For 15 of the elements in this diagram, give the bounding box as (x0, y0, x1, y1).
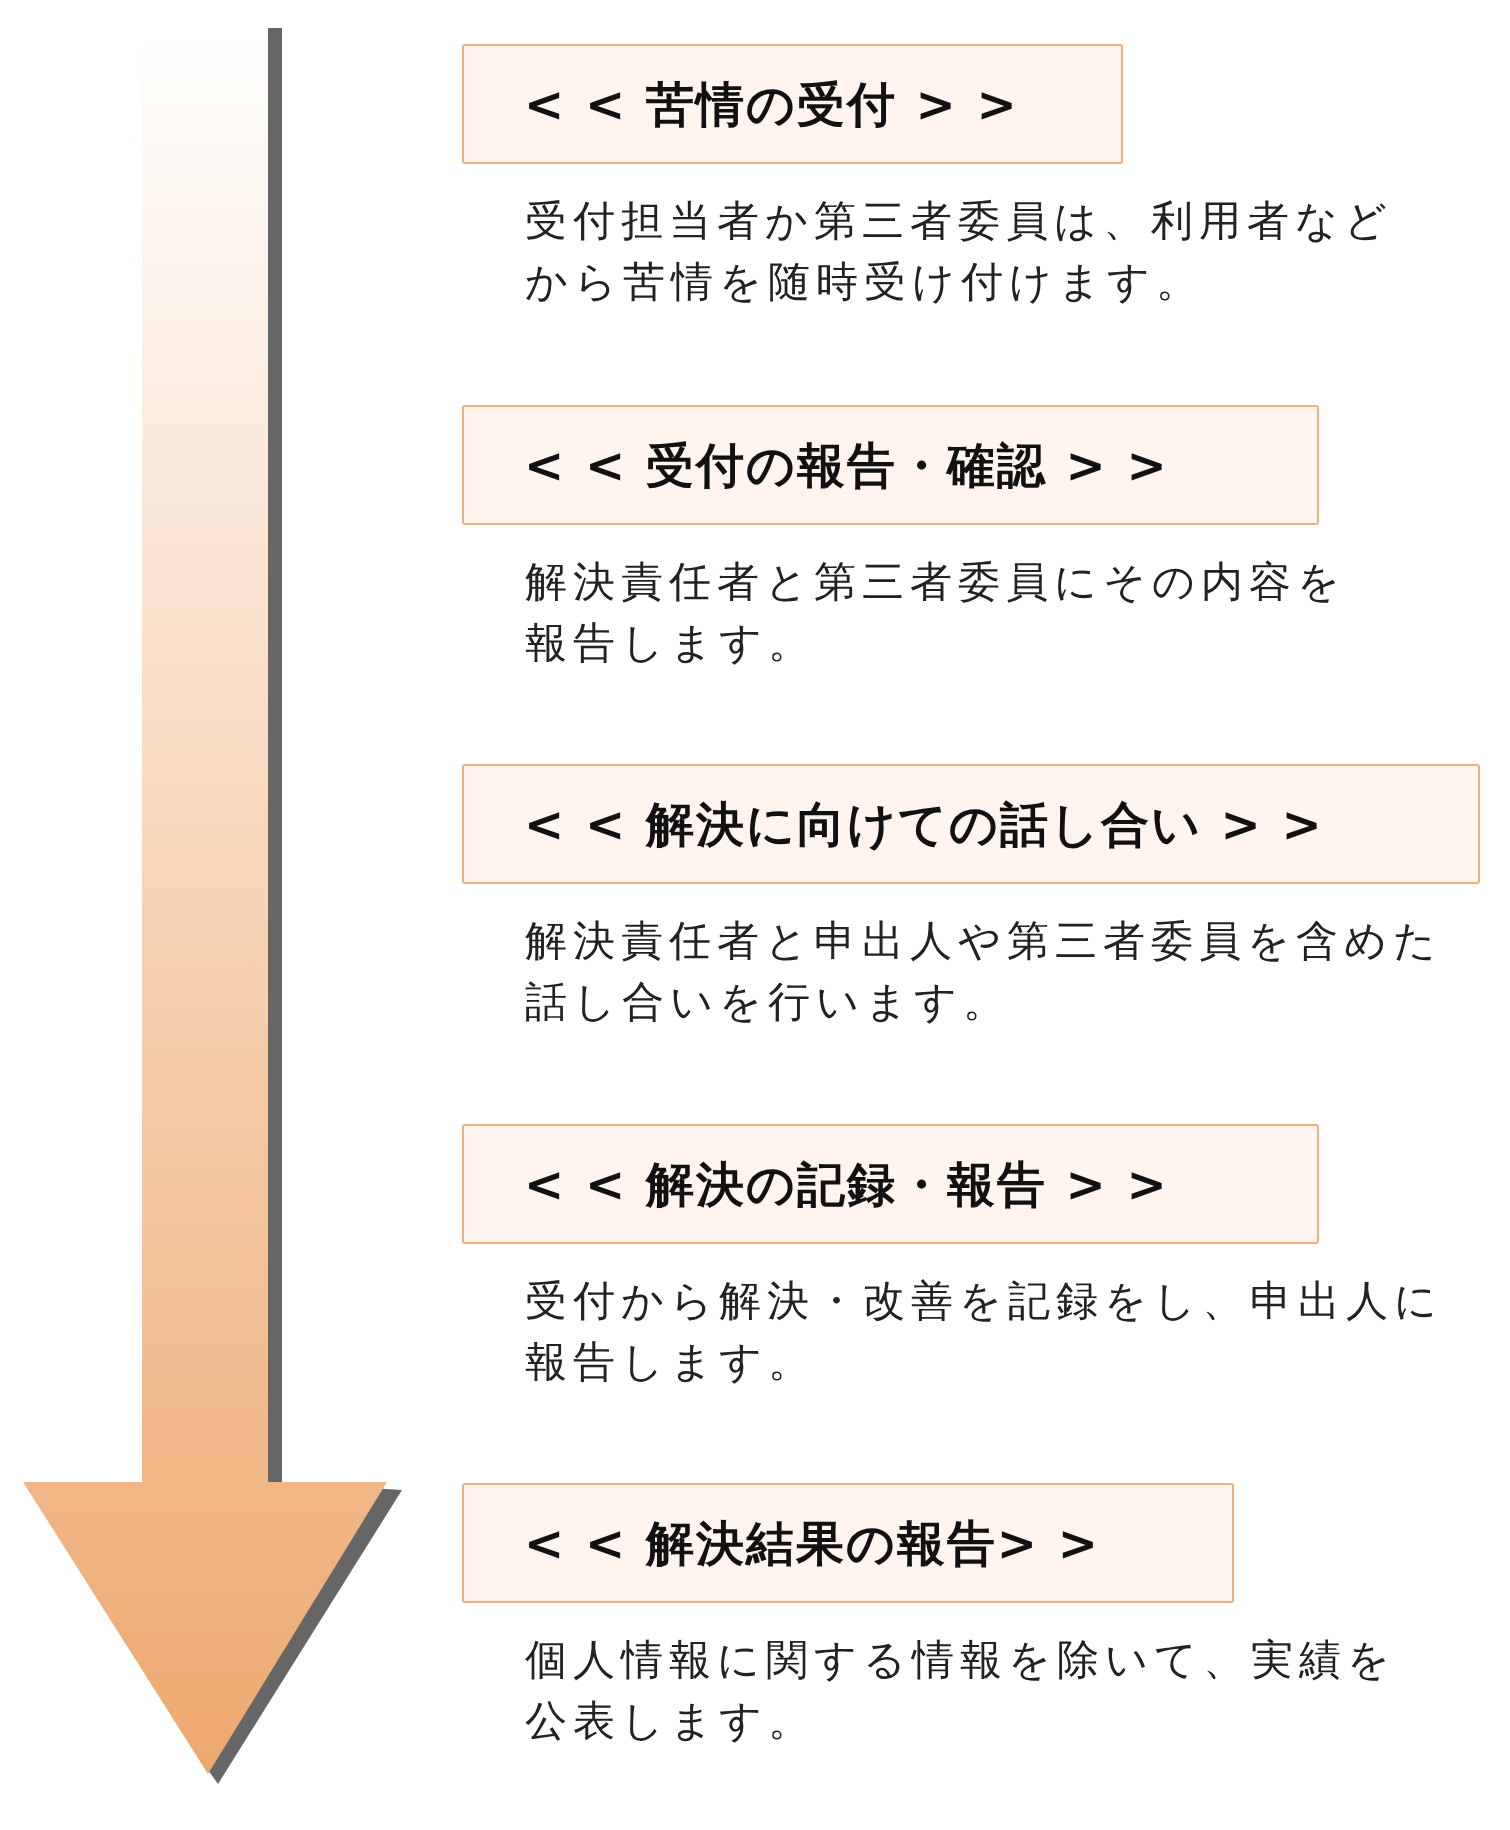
step-description: 解決責任者と第三者委員にその内容を報告します。 (525, 556, 1347, 669)
step-title: < < 苦情の受付 > > (524, 75, 1020, 134)
step-box (462, 1124, 1319, 1244)
step-description: 受付から解決・改善を記録をし、申出人に報告します。 (525, 1275, 1444, 1388)
step-description: 解決責任者と申出人や第三者委員を含めた話し合いを行います。 (525, 915, 1443, 1028)
step-box (462, 405, 1319, 525)
step-description: 受付担当者か第三者委員は、利用者などから苦情を随時受け付けます。 (525, 195, 1394, 308)
step-title: < < 解決結果の報告> > (524, 1514, 1101, 1573)
step-description: 個人情報に関する情報を除いて、実績を公表します。 (525, 1634, 1397, 1747)
step-box (462, 764, 1480, 884)
step-title: < < 解決の記録・報告 > > (524, 1155, 1170, 1214)
step-title: < < 解決に向けての話し合い > > (524, 795, 1325, 854)
step-box (462, 1483, 1234, 1603)
step-box (462, 44, 1123, 164)
step-title: < < 受付の報告・確認 > > (524, 436, 1170, 495)
